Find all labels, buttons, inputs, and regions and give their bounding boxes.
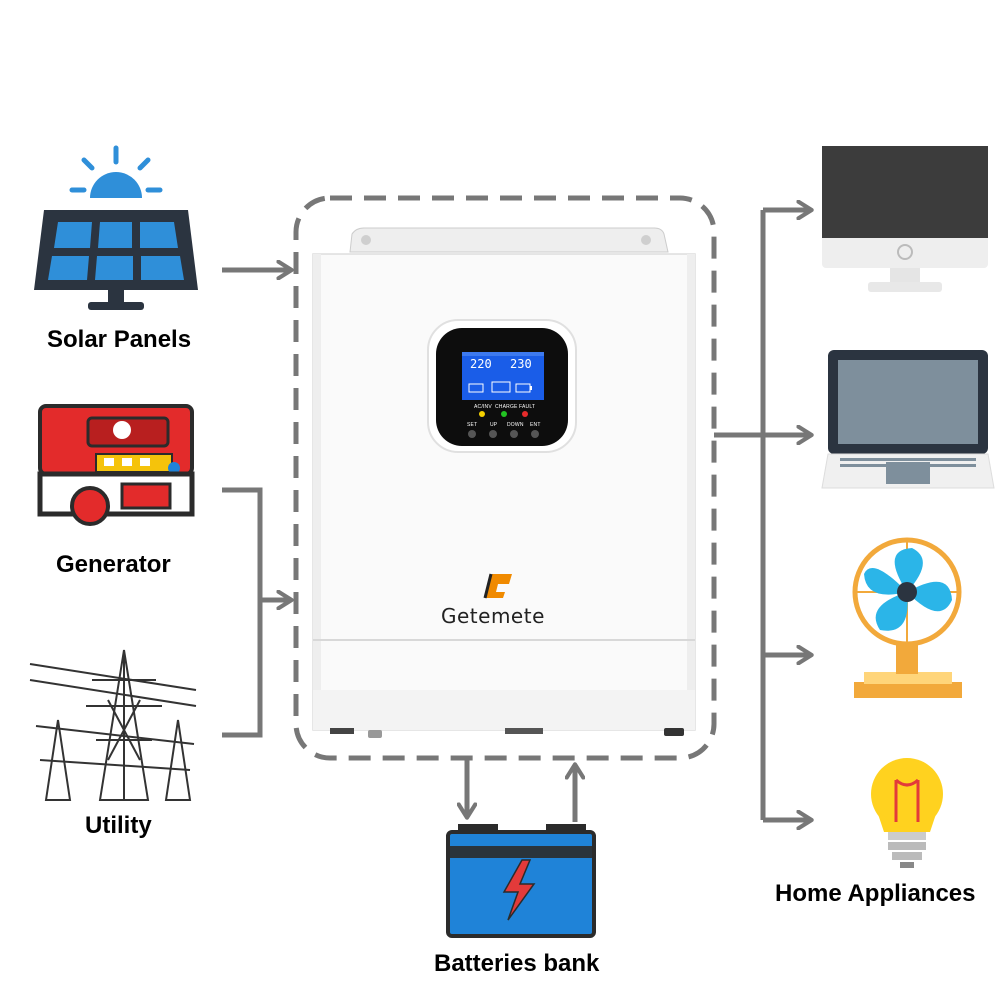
ent-button[interactable] bbox=[531, 430, 539, 438]
home-appliances-label: Home Appliances bbox=[775, 880, 976, 907]
utility-label: Utility bbox=[85, 812, 152, 839]
utility-tower-icon bbox=[29, 649, 197, 801]
up-button[interactable] bbox=[489, 430, 497, 438]
button-label-set: SET bbox=[467, 422, 478, 428]
lcd-left-value: 220 bbox=[470, 357, 492, 371]
indicator-label-fault: FAULT bbox=[519, 404, 536, 410]
solar-panel-icon bbox=[34, 145, 198, 310]
inverter-unit bbox=[312, 227, 696, 738]
generator-icon bbox=[37, 404, 195, 526]
monitor-icon bbox=[822, 146, 988, 292]
indicator-label-charge: CHARGE bbox=[495, 404, 518, 410]
laptop-icon bbox=[821, 350, 995, 489]
indicator-ac-led bbox=[479, 411, 485, 417]
fan-icon bbox=[852, 537, 962, 698]
indicator-fault-led bbox=[522, 411, 528, 417]
batteries-bank-label: Batteries bank bbox=[434, 950, 600, 977]
button-label-up: UP bbox=[490, 422, 498, 428]
inverter-boundary bbox=[293, 195, 717, 761]
battery-bank-icon bbox=[446, 824, 596, 938]
brand-logo-icon bbox=[483, 573, 512, 599]
solar-panels-label: Solar Panels bbox=[47, 326, 192, 353]
lcd-right-value: 230 bbox=[510, 357, 532, 371]
light-bulb-icon bbox=[871, 758, 943, 868]
generator-utility-connector bbox=[222, 487, 263, 738]
down-button[interactable] bbox=[510, 430, 518, 438]
indicator-charge-led bbox=[501, 411, 507, 417]
brand-name: Getemete bbox=[441, 604, 545, 628]
set-button[interactable] bbox=[468, 430, 476, 438]
button-label-down: DOWN bbox=[507, 422, 524, 428]
button-label-ent: ENT bbox=[530, 422, 541, 428]
indicator-label-ac: AC/INV bbox=[474, 404, 492, 410]
generator-label: Generator bbox=[56, 551, 171, 578]
